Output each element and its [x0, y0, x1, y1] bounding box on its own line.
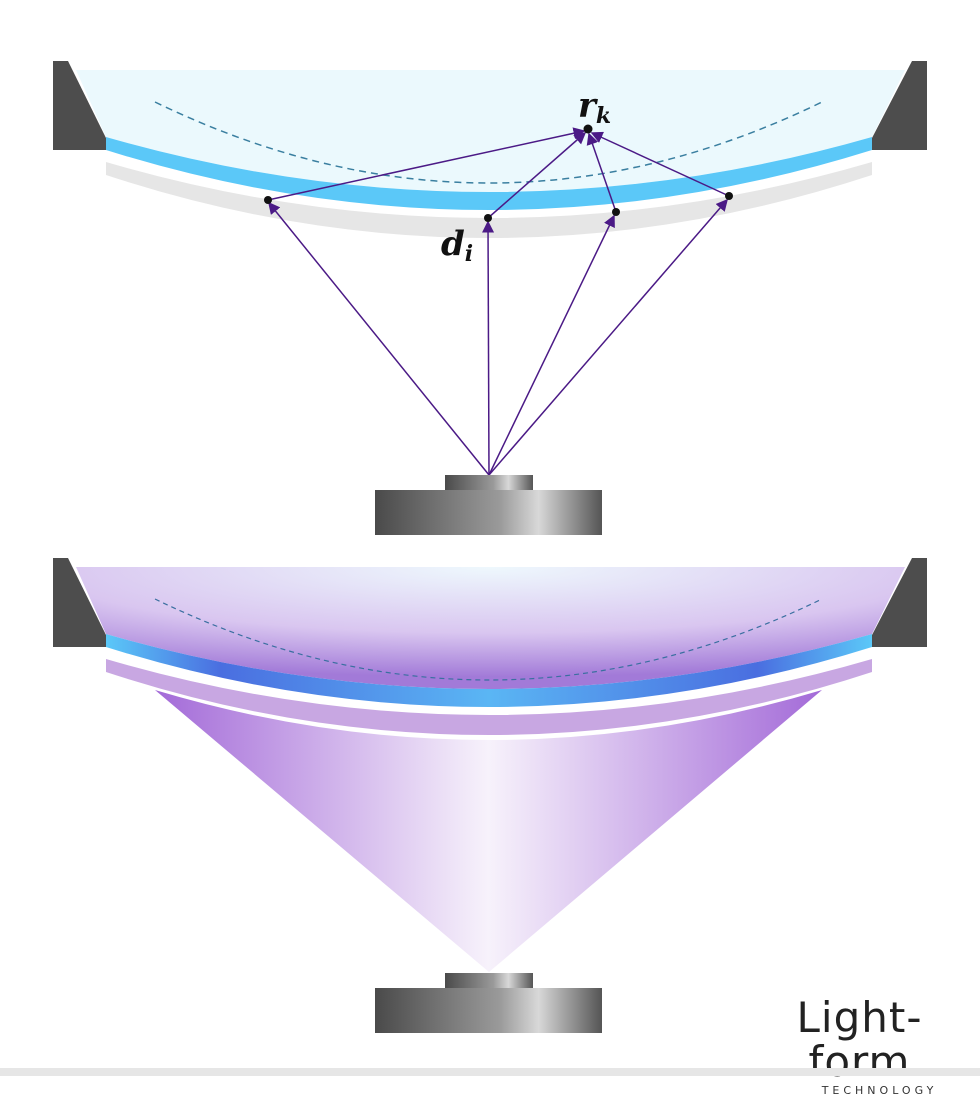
left-bracket [53, 558, 106, 647]
rays [267, 127, 730, 476]
left-bracket [53, 61, 106, 150]
camera-lens [445, 973, 533, 988]
detector-label: di [441, 224, 473, 267]
reflection-label: rk [578, 86, 611, 129]
detector-point [484, 214, 492, 222]
focal-dashed-line [154, 101, 823, 184]
top-panel [53, 61, 927, 535]
blue-band [106, 137, 872, 210]
light-cone [155, 690, 822, 972]
bottom-panel [53, 558, 927, 1033]
lightform-logo: Light-form TECHNOLOGY [752, 996, 967, 1097]
lens-fill [76, 70, 905, 192]
camera-lens [445, 475, 533, 490]
detector-point [725, 192, 733, 200]
reflection-label-sub: k [595, 103, 612, 129]
logo-tagline: TECHNOLOGY [821, 1084, 938, 1097]
right-bracket [872, 558, 927, 647]
gray-band [106, 162, 872, 238]
lens-fill-purple [76, 567, 905, 689]
logo-name: Light-form [796, 993, 923, 1086]
bottom-divider [0, 1068, 980, 1076]
detector-label-sub: i [464, 241, 474, 267]
right-bracket [872, 61, 927, 150]
camera-body [375, 988, 602, 1033]
purple-band [106, 659, 872, 735]
reflection-label-main: r [578, 86, 596, 126]
focal-dashed-line [154, 598, 823, 681]
blue-band-gradient [106, 634, 872, 707]
detector-point [264, 196, 272, 204]
points [264, 124, 733, 222]
detector-label-main: d [441, 224, 465, 264]
camera-body [375, 490, 602, 535]
detector-point [612, 208, 620, 216]
reflection-point [583, 124, 593, 134]
